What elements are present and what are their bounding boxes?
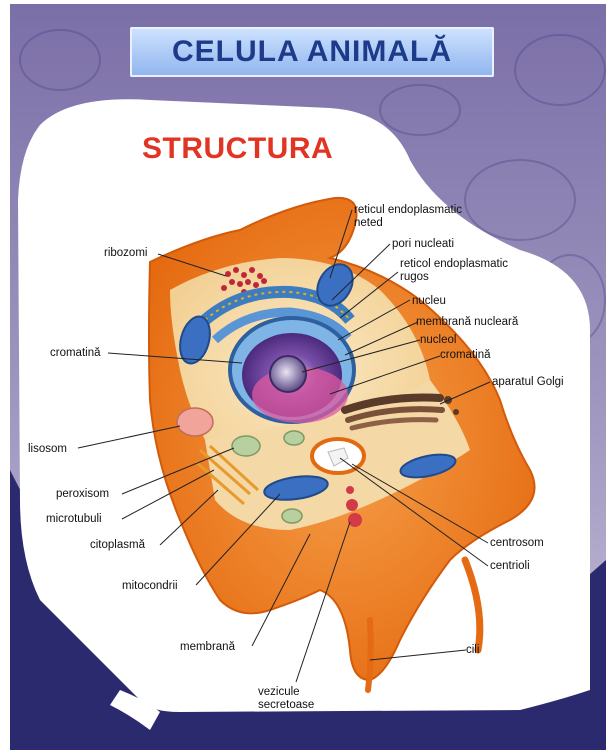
- label-citoplasma: citoplasmă: [90, 539, 145, 551]
- secretory-vesicle: [348, 513, 362, 527]
- label-reticol-endoplasmatic-rugos: reticol endoplasmatic: [400, 258, 508, 270]
- peroxisome: [232, 436, 260, 456]
- label-peroxisom: peroxisom: [56, 488, 109, 500]
- label-microtubuli: microtubuli: [46, 513, 102, 525]
- page-title: CELULA ANIMALĂ: [172, 35, 452, 69]
- label-nucleol: nucleol: [420, 334, 456, 346]
- label-neted: neted: [354, 217, 383, 229]
- label-mitocondrii: mitocondrii: [122, 580, 178, 592]
- label-lisosom: lisosom: [28, 443, 67, 455]
- label-nucleu: nucleu: [412, 295, 446, 307]
- label-membrana-nucleara: membrană nucleară: [416, 316, 518, 328]
- label-secretoase: secretoase: [258, 699, 314, 711]
- label-cromatina-left: cromatină: [50, 347, 101, 359]
- lysosome: [177, 408, 213, 436]
- title-banner: CELULA ANIMALĂ: [130, 27, 494, 77]
- label-centrioli: centrioli: [490, 560, 530, 572]
- label-reticul-endoplasmatic-neted: reticul endoplasmatic: [354, 204, 462, 216]
- label-vezicule: vezicule: [258, 686, 300, 698]
- label-cili: cili: [466, 644, 479, 656]
- label-aparatul-golgi: aparatul Golgi: [492, 376, 564, 388]
- label-rugos: rugos: [400, 271, 429, 283]
- label-pori-nucleati: pori nucleati: [392, 238, 454, 250]
- nucleolus: [270, 356, 306, 392]
- secretory-vesicle: [346, 499, 358, 511]
- vesicle: [284, 431, 304, 445]
- label-centrosom: centrosom: [490, 537, 544, 549]
- secretory-vesicle: [346, 486, 354, 494]
- section-subtitle: STRUCTURA: [142, 132, 333, 166]
- vesicle: [282, 509, 302, 523]
- cilium: [368, 620, 371, 690]
- label-cromatina-right: cromatină: [440, 349, 491, 361]
- label-membrana: membrană: [180, 641, 235, 653]
- label-ribozomi: ribozomi: [104, 247, 147, 259]
